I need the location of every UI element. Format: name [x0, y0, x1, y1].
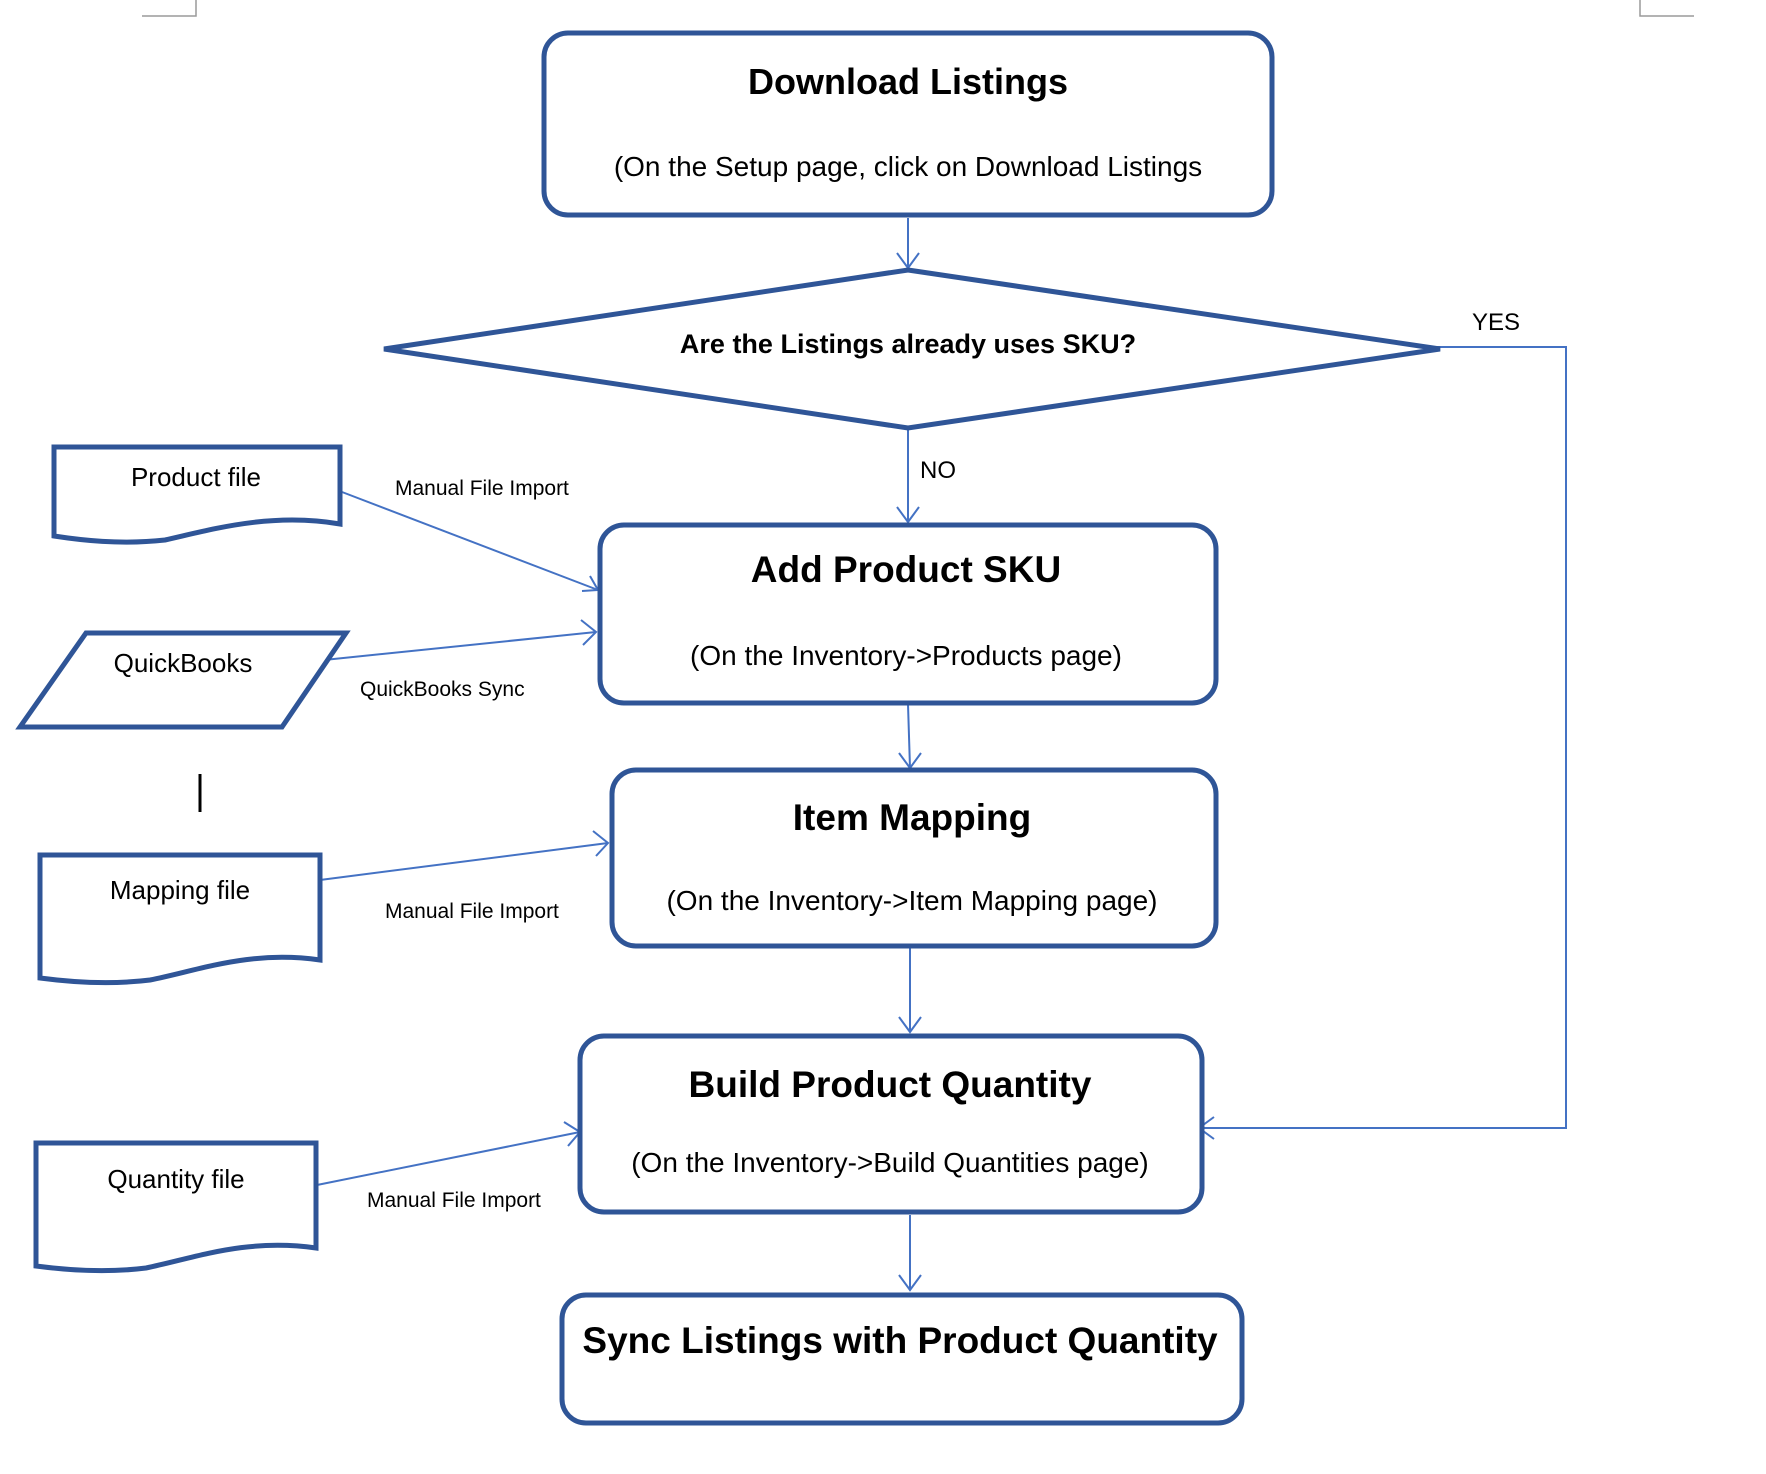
input-product-file: Product file	[51, 444, 343, 545]
yes-label: YES	[1472, 309, 1520, 336]
quantity-file-label: Quantity file	[107, 1164, 244, 1194]
input-quantity-file: Quantity file	[33, 1140, 319, 1274]
edge-label-quickbooks: QuickBooks Sync	[360, 678, 525, 701]
arrowhead	[592, 830, 610, 857]
process-item-mapping: Item Mapping (On the Inventory->Item Map…	[609, 767, 1219, 949]
connector-mappingfile-to-itemmapping	[319, 842, 609, 881]
process-sync-listings: Sync Listings with Product Quantity	[559, 1292, 1245, 1426]
connectors	[316, 218, 1567, 1292]
edge-label-product-file: Manual File Import	[395, 477, 569, 500]
mapping-file-label: Mapping file	[110, 875, 250, 905]
item-mapping-title: Item Mapping	[793, 797, 1031, 838]
arrowhead	[896, 506, 920, 524]
decision-text: Are the Listings already uses SKU?	[680, 329, 1136, 359]
download-listings-title: Download Listings	[748, 61, 1068, 102]
edge-label-quantity-file: Manual File Import	[367, 1189, 541, 1212]
download-listings-subtitle: (On the Setup page, click on Download Li…	[614, 151, 1202, 182]
no-label: NO	[920, 457, 956, 484]
process-download-listings: Download Listings (On the Setup page, cl…	[541, 30, 1275, 218]
item-mapping-subtitle: (On the Inventory->Item Mapping page)	[666, 885, 1157, 916]
sync-listings-title: Sync Listings with Product Quantity	[582, 1320, 1218, 1361]
connector-quantityfile-to-build	[316, 1131, 581, 1186]
add-product-sku-subtitle: (On the Inventory->Products page)	[690, 640, 1122, 671]
connector-decision-yes	[1199, 346, 1567, 1129]
product-file-label: Product file	[131, 462, 261, 492]
process-build-product-quantity: Build Product Quantity (On the Inventory…	[577, 1033, 1205, 1215]
connector-addsku-to-mapping	[907, 703, 911, 769]
arrowhead	[898, 1016, 922, 1034]
arrowhead	[898, 1274, 922, 1292]
quickbooks-label: QuickBooks	[114, 648, 253, 678]
decision-uses-sku: Are the Listings already uses SKU?	[383, 267, 1441, 431]
input-mapping-file: Mapping file	[37, 852, 323, 986]
connector-productfile-to-addsku	[341, 491, 599, 591]
input-quickbooks: QuickBooks	[15, 630, 351, 730]
arrowhead	[580, 619, 598, 646]
build-product-quantity-subtitle: (On the Inventory->Build Quantities page…	[631, 1147, 1149, 1178]
build-product-quantity-title: Build Product Quantity	[689, 1064, 1092, 1105]
connector-quickbooks-to-addsku	[323, 631, 597, 661]
add-product-sku-title: Add Product SKU	[751, 549, 1061, 590]
page-corner-marks	[142, 0, 1694, 17]
process-add-product-sku: Add Product SKU (On the Inventory->Produ…	[597, 522, 1219, 706]
edge-label-mapping-file: Manual File Import	[385, 900, 559, 923]
